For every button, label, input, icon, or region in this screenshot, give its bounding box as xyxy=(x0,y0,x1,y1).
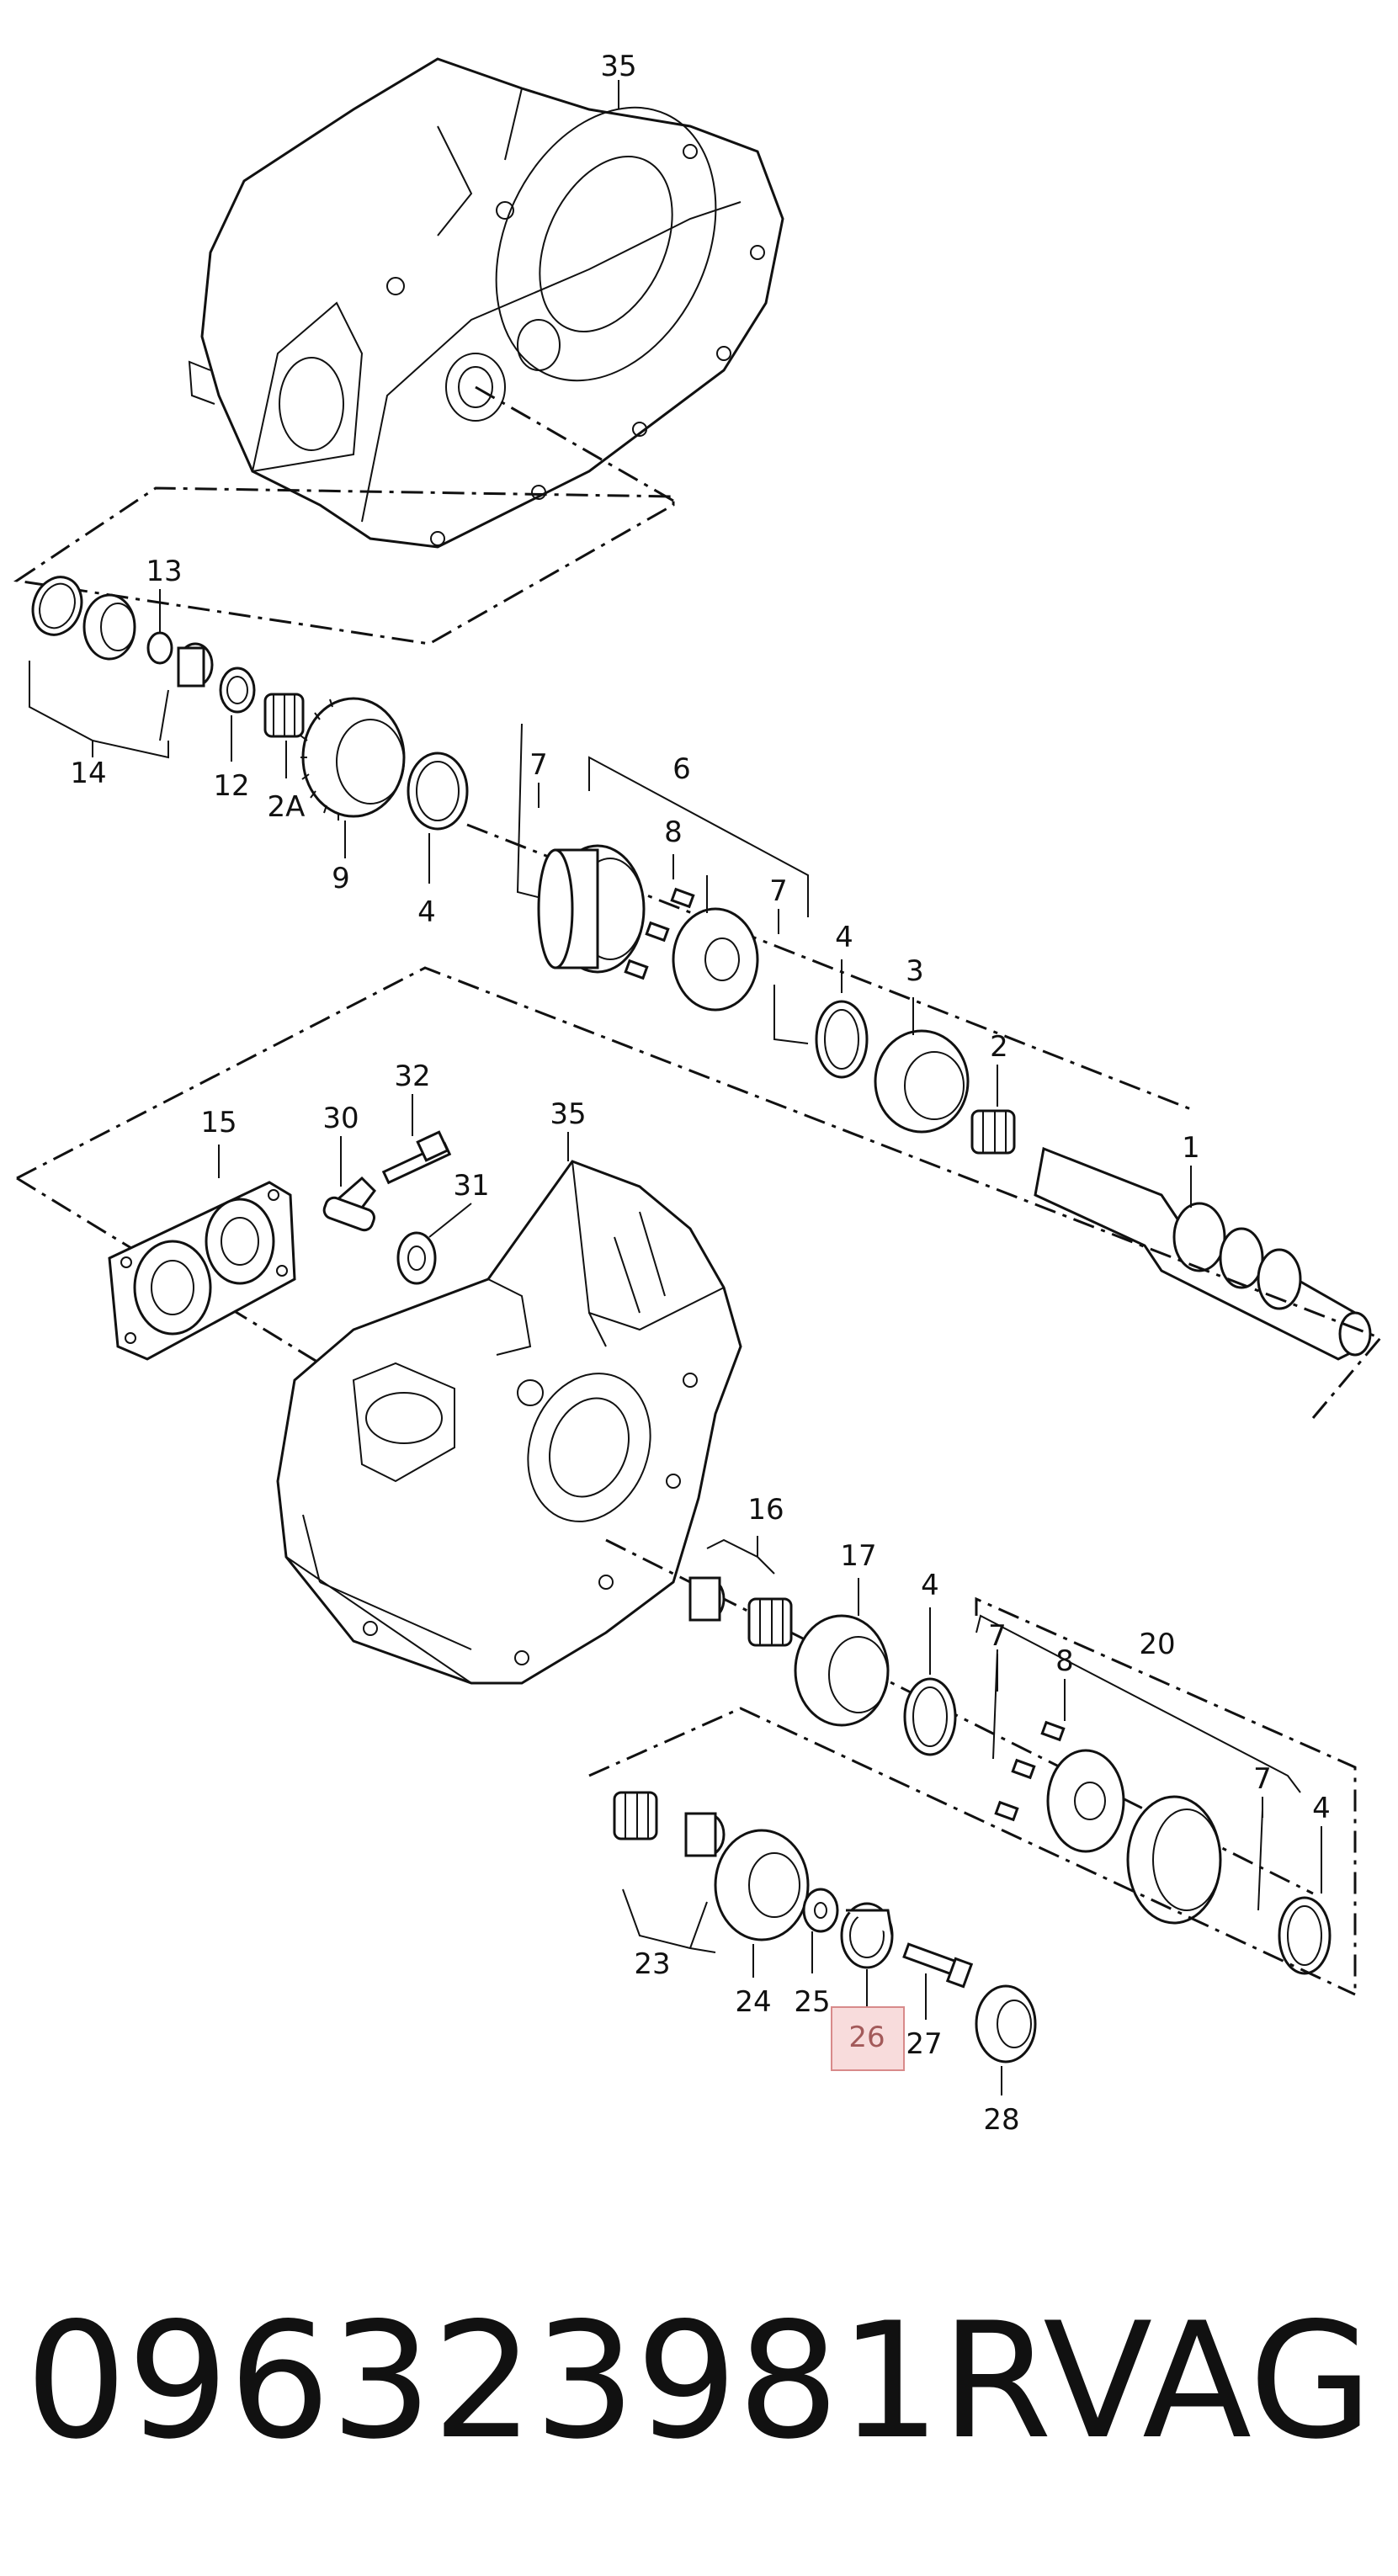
synchro-hub xyxy=(672,907,759,1012)
brand-name: VAG xyxy=(1043,2288,1373,2474)
synchro-sleeve-b xyxy=(1126,1795,1222,1925)
label-35-lower: 35 xyxy=(550,1097,586,1131)
label-9: 9 xyxy=(332,862,350,895)
label-2A: 2A xyxy=(268,790,306,824)
label-32: 32 xyxy=(394,1060,430,1093)
label-1: 1 xyxy=(1182,1131,1200,1165)
synchro-keys-8 xyxy=(624,887,695,980)
gear-9 xyxy=(300,697,406,821)
synchro-keys-8-b xyxy=(994,1720,1066,1822)
cover-plate-15 xyxy=(108,1181,296,1361)
gear-3 xyxy=(874,1029,970,1134)
label-3: 3 xyxy=(906,954,924,988)
label-2: 2 xyxy=(990,1030,1008,1064)
label-23: 23 xyxy=(634,1947,670,1981)
label-8-b: 8 xyxy=(1055,1644,1074,1678)
lever-30 xyxy=(322,1176,376,1232)
synchro-ring-4-c xyxy=(903,1677,957,1756)
label-7-a: 7 xyxy=(529,748,548,782)
label-31: 31 xyxy=(453,1169,489,1203)
label-8-a: 8 xyxy=(664,815,683,849)
needle-bearing-2 xyxy=(970,1109,1016,1155)
label-15: 15 xyxy=(200,1106,237,1139)
label-35-upper: 35 xyxy=(600,50,636,83)
gear-24 xyxy=(714,1829,810,1941)
bolt-27 xyxy=(902,1942,974,1989)
needle-bearing-2A xyxy=(263,693,305,738)
footer: 09632398​1R VAG xyxy=(0,2272,1398,2491)
exploded-parts-diagram: 35 13 12 2A 14 9 xyxy=(13,50,1383,2137)
highlight-box-26 xyxy=(831,2006,905,2071)
synchro-ring-4-d xyxy=(1278,1896,1332,1975)
bearing-28 xyxy=(975,1984,1037,2063)
circlip-ring xyxy=(31,576,83,636)
label-7-d: 7 xyxy=(1253,1762,1272,1796)
label-20: 20 xyxy=(1139,1628,1175,1661)
sleeve-16 xyxy=(688,1576,726,1622)
bearing-13 xyxy=(82,593,136,661)
label-4-a: 4 xyxy=(417,895,436,929)
part-number: 09632398​1R xyxy=(25,2288,1052,2474)
label-12: 12 xyxy=(213,769,249,803)
needle-bearing-16 xyxy=(747,1597,793,1647)
label-6: 6 xyxy=(672,752,691,786)
gearbox-housing-upper xyxy=(188,57,784,549)
needle-bearing-23 xyxy=(613,1791,658,1840)
washer-small xyxy=(146,631,173,665)
label-27: 27 xyxy=(906,2027,942,2061)
label-24: 24 xyxy=(735,1985,771,2019)
label-26: 26 xyxy=(848,2021,885,2054)
input-shaft-1 xyxy=(1034,1146,1372,1361)
label-30: 30 xyxy=(322,1102,359,1135)
gear-31 xyxy=(396,1231,437,1285)
label-17: 17 xyxy=(840,1539,876,1573)
bearing-12 xyxy=(219,667,256,714)
bolt-32 xyxy=(381,1130,452,1185)
sleeve xyxy=(177,642,214,688)
label-13: 13 xyxy=(146,555,182,588)
gearbox-housing-lower xyxy=(276,1160,742,1685)
label-4-c: 4 xyxy=(921,1569,939,1602)
label-4-b: 4 xyxy=(835,921,853,954)
synchro-ring-4-b xyxy=(815,1000,869,1079)
washer-25 xyxy=(802,1888,839,1933)
synchro-sleeve xyxy=(537,844,646,974)
label-4-d: 4 xyxy=(1312,1792,1331,1825)
label-14: 14 xyxy=(70,757,106,790)
bushing-26 xyxy=(840,1902,894,1969)
sleeve-23 xyxy=(684,1812,726,1857)
label-7-b: 7 xyxy=(769,874,788,908)
label-28: 28 xyxy=(983,2103,1019,2137)
label-16: 16 xyxy=(747,1493,784,1527)
label-25: 25 xyxy=(794,1985,830,2019)
gear-17 xyxy=(794,1614,890,1727)
synchro-ring-4 xyxy=(407,752,469,831)
synchro-hub-b xyxy=(1046,1749,1125,1853)
